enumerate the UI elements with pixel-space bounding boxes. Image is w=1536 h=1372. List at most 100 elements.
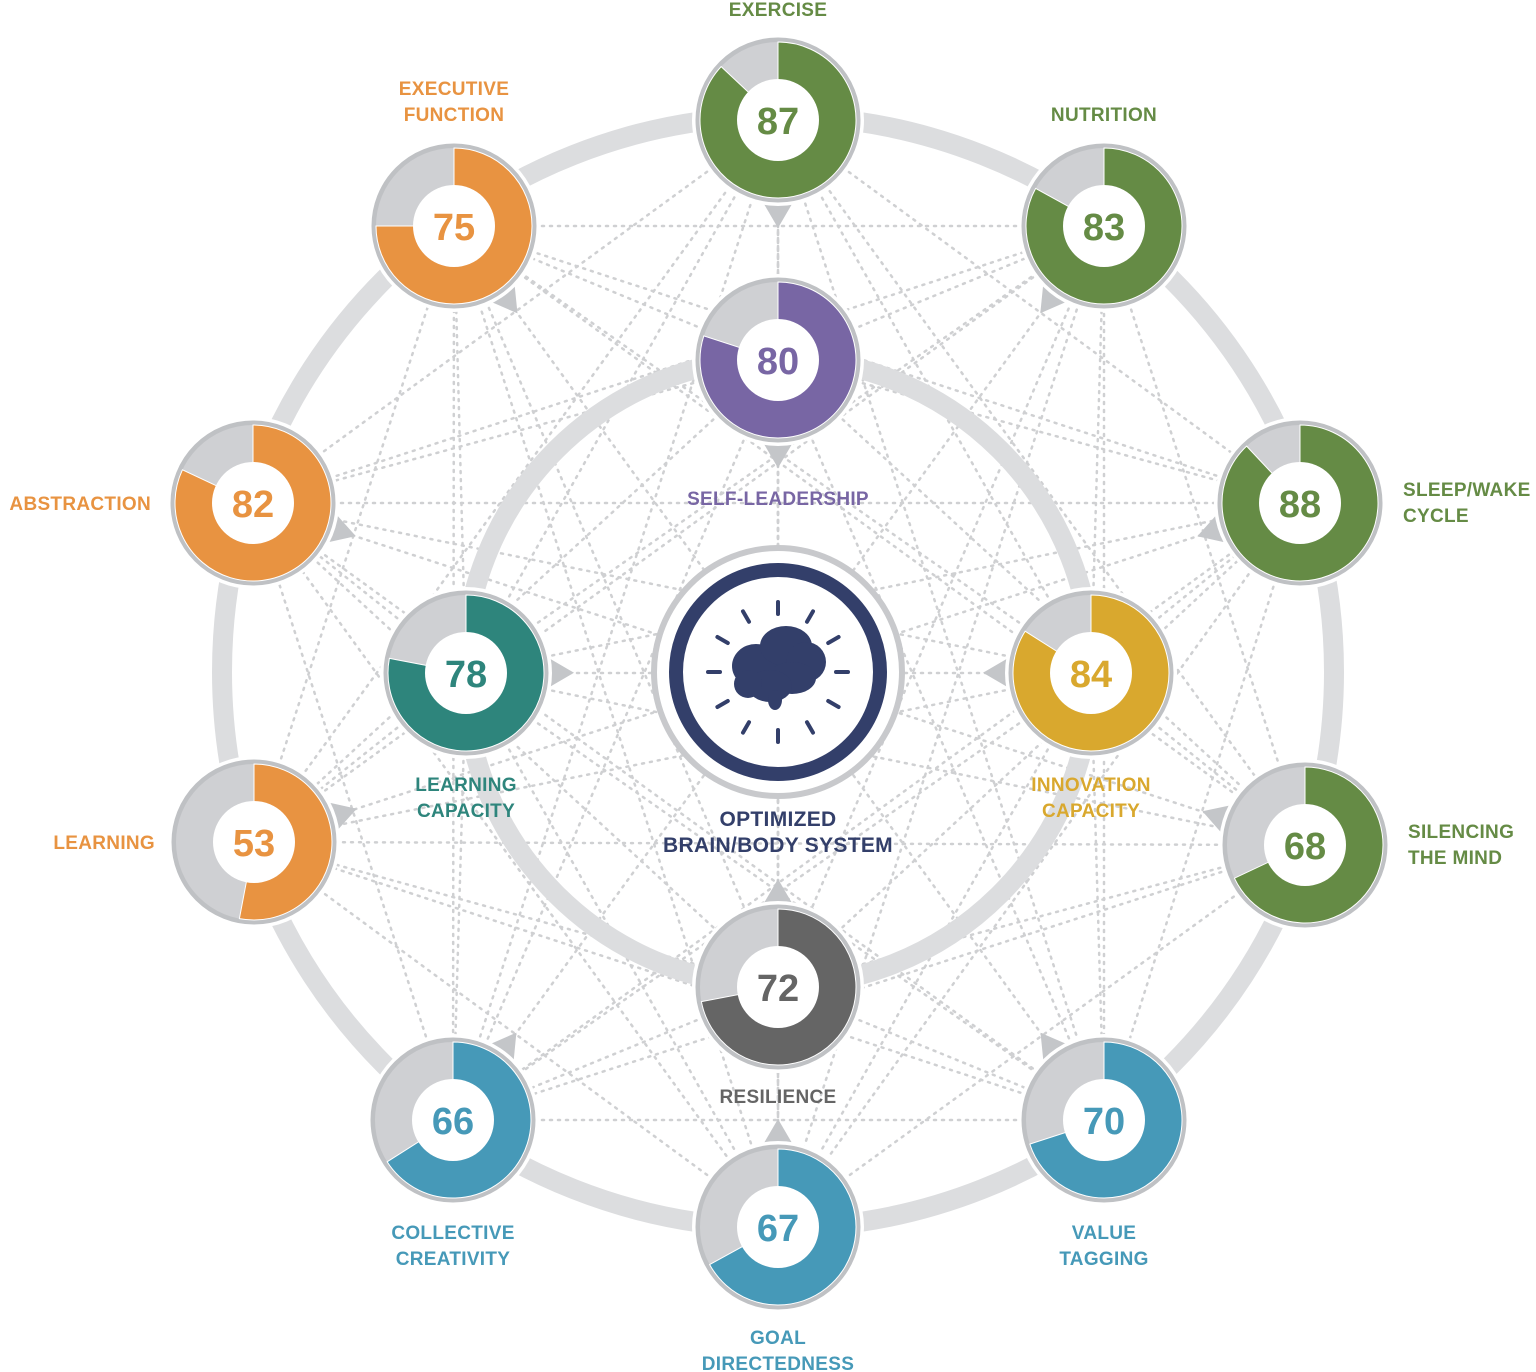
self-leadership-arrow: [764, 444, 792, 468]
dotted-connection: [452, 224, 1093, 675]
node-hole: [213, 801, 295, 883]
dotted-connection: [252, 840, 1106, 1122]
center-label-line1: OPTIMIZED: [719, 808, 836, 831]
dotted-connection: [776, 358, 1307, 847]
score-value: 84: [1070, 654, 1112, 696]
learning-node: 53 LEARNING: [53, 756, 340, 928]
node-label: SILENCING: [1408, 822, 1514, 843]
dotted-connection: [251, 501, 780, 989]
node-hole: [212, 462, 294, 544]
brain-icon: [706, 600, 850, 744]
dotted-connection: [252, 118, 780, 844]
node-label: INNOVATION: [1031, 775, 1150, 796]
value-tagging-arrow: [1040, 1032, 1066, 1061]
dotted-connection: [451, 358, 780, 1122]
dotted-connection: [464, 671, 1106, 1122]
node-label: CAPACITY: [417, 801, 515, 822]
dotted-connection: [776, 118, 1093, 675]
node-hole: [425, 632, 507, 714]
node-label: CAPACITY: [1042, 801, 1140, 822]
dotted-connection: [251, 358, 780, 505]
brain-ray: [741, 720, 751, 735]
score-value: 67: [757, 1208, 799, 1250]
score-value: 88: [1279, 484, 1321, 526]
dotted-connection: [252, 224, 1106, 844]
node-hole: [737, 79, 819, 161]
node-label: CYCLE: [1403, 506, 1469, 527]
dotted-connection: [451, 671, 1093, 1122]
node-label: RESILIENCE: [719, 1087, 836, 1108]
pointer-arrows: [328, 204, 1230, 1143]
brain-ray: [805, 720, 815, 735]
node-label: TAGGING: [1059, 1249, 1148, 1270]
dotted-connection: [451, 501, 1302, 1122]
dotted-connection: [252, 671, 1093, 844]
node-hole: [1063, 185, 1145, 267]
dotted-connection: [451, 843, 1307, 1122]
node-label: GOAL: [750, 1328, 806, 1349]
exercise-arrow: [764, 204, 792, 228]
score-value: 53: [233, 823, 275, 865]
brain-ray: [715, 635, 730, 645]
score-value: 80: [757, 341, 799, 383]
dotted-connection: [251, 501, 780, 1229]
goal-directedness-arrow: [764, 1119, 792, 1143]
dotted-connection: [451, 118, 780, 1122]
dotted-connection: [464, 671, 780, 1229]
dotted-connection: [464, 501, 1302, 675]
dotted-connection: [251, 501, 1106, 1122]
dotted-connection: [252, 501, 1302, 844]
brain-ray: [741, 609, 751, 624]
dotted-connection: [252, 840, 1307, 847]
node-label: LEARNING: [53, 833, 155, 854]
innovation-capacity-arrow: [983, 658, 1007, 687]
center-label-line2: BRAIN/BODY SYSTEM: [663, 834, 893, 857]
score-arc: [375, 147, 533, 305]
dotted-connection: [464, 224, 1106, 675]
score-value: 66: [432, 1101, 474, 1143]
brain-ray: [805, 609, 815, 624]
abstraction-node: 82 ABSTRACTION: [9, 417, 339, 589]
score-value: 68: [1284, 826, 1326, 868]
score-value: 83: [1083, 207, 1125, 249]
node-label: CREATIVITY: [396, 1249, 511, 1270]
dotted-connection: [776, 224, 1106, 989]
dotted-connection: [252, 358, 780, 844]
dotted-connection: [452, 224, 780, 1229]
dotted-connection: [464, 671, 1307, 847]
dotted-connection: [776, 224, 1106, 1229]
node-label: SLEEP/WAKE: [1403, 480, 1531, 501]
executive-function-arrow: [492, 285, 518, 314]
score-arc: [387, 594, 545, 752]
node-label: ABSTRACTION: [9, 494, 151, 515]
score-value: 87: [757, 101, 799, 143]
node-hole: [1264, 804, 1346, 886]
score-value: 75: [433, 207, 475, 249]
brain-ray: [826, 699, 841, 709]
dotted-connection: [464, 118, 780, 675]
score-value: 72: [757, 968, 799, 1010]
dotted-connection: [252, 840, 780, 989]
node-label: DIRECTEDNESS: [702, 1354, 854, 1372]
node-label: FUNCTION: [404, 105, 505, 126]
score-value: 82: [232, 484, 274, 526]
dotted-connection: [776, 671, 1093, 1229]
dotted-connection: [776, 358, 1302, 505]
collective-creativity-arrow: [491, 1032, 517, 1061]
dotted-connection: [452, 224, 1307, 847]
dotted-connection: [776, 358, 1106, 1122]
sleep-wake-cycle-node: 88 SLEEP/WAKE CYCLE: [1214, 417, 1531, 589]
brain-ray: [826, 635, 841, 645]
node-label: SELF-LEADERSHIP: [687, 489, 869, 510]
dotted-connection: [251, 501, 1093, 675]
